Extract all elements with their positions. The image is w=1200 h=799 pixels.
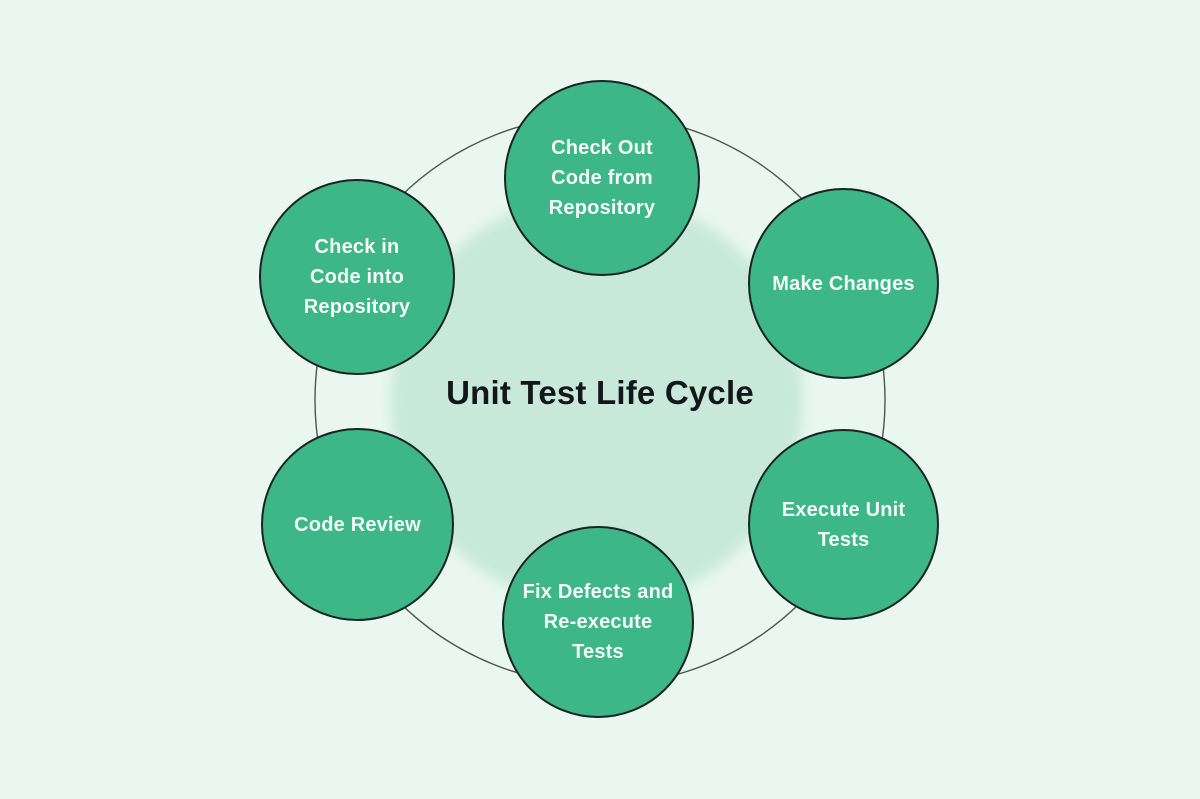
- node-fix-defects: Fix Defects and Re-execute Tests: [502, 526, 694, 718]
- node-make-changes-label: Make Changes: [772, 272, 915, 295]
- node-check-out-code: Check Out Code from Repository: [504, 80, 700, 276]
- diagram-title: Unit Test Life Cycle: [446, 374, 754, 411]
- node-make-changes: Make Changes: [748, 188, 939, 379]
- node-code-review-label: Code Review: [294, 513, 421, 536]
- node-fix-defects-label: Fix Defects and Re-execute Tests: [522, 581, 674, 663]
- node-check-in-code: Check in Code into Repository: [259, 179, 455, 375]
- inner-highlight-circle: [391, 194, 803, 606]
- node-execute-unit-tests: Execute Unit Tests: [748, 429, 939, 620]
- node-check-out-code-label: Check Out Code from Repository: [548, 137, 656, 219]
- node-check-in-code-label: Check in Code into Repository: [303, 236, 411, 318]
- node-execute-unit-tests-label: Execute Unit Tests: [781, 498, 906, 551]
- node-code-review: Code Review: [261, 428, 454, 621]
